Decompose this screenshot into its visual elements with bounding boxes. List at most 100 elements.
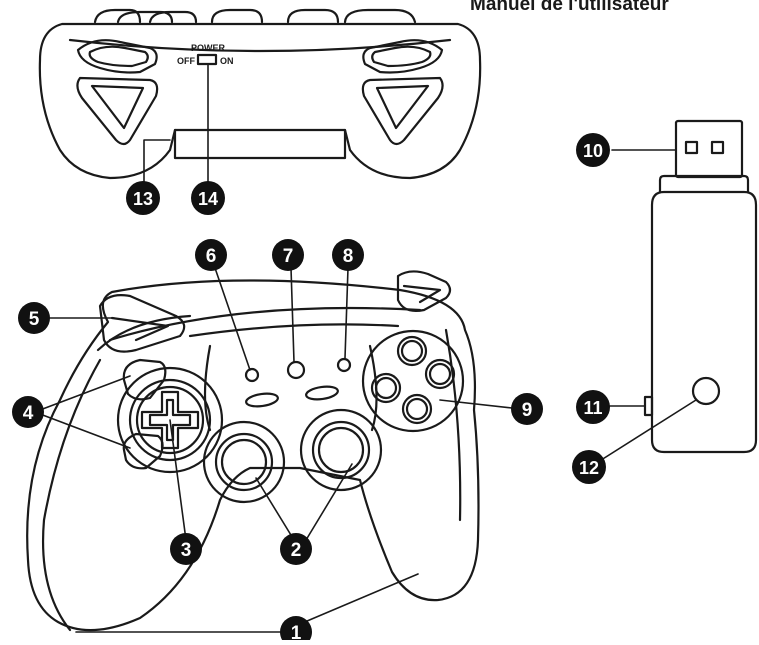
right-stick-mid	[311, 420, 371, 480]
callout-10-label: 10	[583, 141, 603, 161]
front-right-grip-line	[444, 328, 462, 522]
callout-7-label: 7	[283, 246, 294, 267]
left-stick-cap	[220, 438, 268, 486]
leader-2a	[255, 477, 295, 541]
top-left-grip-window-inner	[88, 45, 149, 68]
callout-8-label: 8	[343, 246, 354, 267]
top-shoulder-right-2	[343, 8, 417, 24]
callout-9: 9	[511, 393, 543, 425]
left-stick-base	[202, 420, 286, 504]
leader-9	[439, 399, 513, 409]
top-shoulder-right	[286, 8, 340, 24]
usb-side-button	[643, 395, 654, 417]
usb-neck	[658, 174, 750, 194]
usb-led	[691, 376, 721, 406]
top-right-grip-window-inner	[371, 45, 432, 68]
callout-14-label: 14	[198, 189, 218, 209]
button-mode	[286, 360, 306, 380]
dpad-ring	[128, 378, 212, 462]
callout-9-label: 9	[522, 400, 533, 421]
top-center-block	[173, 128, 347, 160]
callout-1-label: 1	[291, 623, 302, 640]
callouts: 1 2 3 4 5 6 7 8 9 10 11 12	[12, 133, 610, 645]
front-center-line-2	[368, 344, 378, 432]
top-right-trigger-inner	[375, 84, 430, 130]
callout-4: 4	[12, 396, 44, 428]
left-trigger-upper	[122, 358, 167, 401]
button-oval-right	[305, 385, 339, 401]
front-body-outline	[26, 279, 480, 632]
callout-11-label: 11	[583, 398, 602, 418]
top-left-trigger-inner	[90, 84, 145, 130]
face-button-top	[396, 335, 428, 367]
leader-2b	[305, 463, 353, 541]
button-start	[336, 357, 352, 373]
usb-receiver	[643, 119, 758, 454]
right-shoulder-button-inner	[402, 284, 442, 304]
top-right-trigger	[361, 76, 444, 146]
power-switch-heading: POWER	[191, 43, 226, 53]
front-left-grip-line	[41, 358, 102, 632]
callout-2-label: 2	[291, 540, 302, 561]
leader-4a	[39, 375, 131, 411]
button-select	[244, 367, 260, 383]
callout-3-label: 3	[181, 540, 192, 561]
leader-6	[214, 267, 251, 371]
power-switch	[196, 53, 218, 66]
top-left-trigger	[76, 76, 159, 146]
callout-2: 2	[280, 533, 312, 565]
face-button-right-inner	[428, 362, 452, 386]
face-button-left	[370, 372, 402, 404]
callout-14: 14	[191, 181, 225, 215]
face-buttons-ring	[361, 329, 465, 433]
callout-5-label: 5	[29, 309, 40, 330]
front-upper-contour-2	[188, 323, 400, 338]
callout-7: 7	[272, 239, 304, 271]
right-stick-base	[299, 408, 383, 492]
leader-3	[169, 419, 187, 541]
leader-4b	[39, 413, 131, 449]
dpad-inner-ring	[135, 385, 205, 455]
left-shoulder-button	[98, 294, 186, 353]
usb-plug-hole-right	[710, 140, 725, 155]
callout-4-label: 4	[23, 403, 34, 424]
face-button-right	[424, 358, 456, 390]
front-center-line	[203, 344, 212, 432]
top-left-grip-window	[76, 39, 158, 74]
top-shoulder-mid	[210, 8, 264, 24]
controller-front-view	[26, 270, 480, 632]
callout-10: 10	[576, 133, 610, 167]
front-upper-contour	[108, 306, 422, 342]
callout-12: 12	[572, 450, 606, 484]
leader-7	[290, 267, 295, 363]
leader-1b	[299, 573, 419, 625]
face-button-bottom-inner	[405, 397, 429, 421]
callout-6-label: 6	[206, 246, 217, 267]
dpad-outer-ring	[116, 366, 224, 474]
usb-body	[650, 190, 758, 454]
top-right-grip-window	[362, 39, 444, 74]
page-title: Manuel de l'utilisateur	[470, 0, 669, 15]
callout-13-label: 13	[133, 189, 153, 209]
usb-plug-hole-left	[684, 140, 699, 155]
callout-11: 11	[576, 390, 610, 424]
leader-13	[143, 139, 171, 191]
callout-13: 13	[126, 181, 160, 215]
button-oval-left	[245, 392, 279, 408]
face-button-left-inner	[374, 376, 398, 400]
callout-8: 8	[332, 239, 364, 271]
leader-12	[597, 399, 697, 463]
right-shoulder-button	[396, 270, 452, 312]
dpad-cross	[140, 390, 200, 450]
leader-lines	[39, 63, 697, 633]
left-shoulder-button-inner	[110, 316, 170, 342]
top-shoulder-left-2	[116, 10, 174, 24]
right-stick-cap	[317, 426, 365, 474]
top-inner-edge	[68, 38, 452, 53]
callout-12-label: 12	[579, 458, 599, 478]
face-button-bottom	[401, 393, 433, 425]
power-switch-on-label: ON	[220, 56, 234, 66]
top-shoulder-left	[93, 8, 142, 24]
